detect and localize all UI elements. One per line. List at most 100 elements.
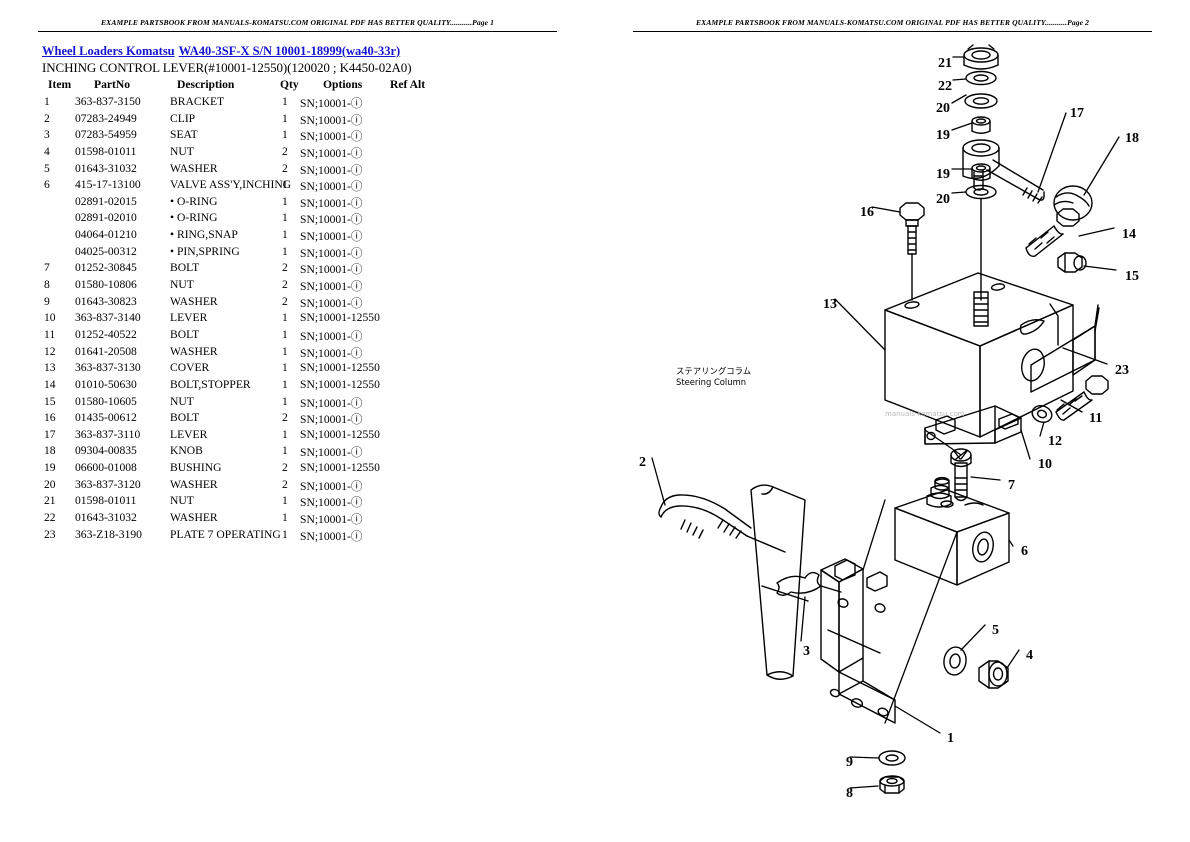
- cell-qty: 1: [282, 344, 288, 358]
- cell-description: WASHER: [170, 161, 218, 175]
- cell-item: 14: [44, 377, 56, 391]
- cover-stud: [973, 291, 989, 327]
- column-header-partno: PartNo: [94, 78, 131, 91]
- cell-description: KNOB: [170, 444, 203, 458]
- diagram-callout-8: 8: [846, 786, 853, 801]
- steering-column-label-en: Steering Column: [676, 377, 747, 387]
- cell-description: BOLT: [170, 261, 200, 275]
- right-running-header-text: EXAMPLE PARTSBOOK FROM MANUALS-KOMATSU.C…: [696, 18, 1089, 27]
- part-8-nut: [879, 775, 905, 794]
- cell-item: 11: [44, 327, 56, 341]
- part-15-nut: [1057, 252, 1087, 273]
- cell-qty: 1: [282, 494, 288, 508]
- cell-description: BOLT: [170, 411, 200, 425]
- cell-item: 5: [44, 161, 50, 175]
- diagram-callout-12: 12: [1048, 434, 1062, 449]
- cell-options: SN;10001-12550: [300, 461, 380, 475]
- cell-description: LEVER: [170, 427, 208, 441]
- diagram-callout-21: 21: [938, 56, 952, 71]
- cell-options: SN;10001-ⓘ: [300, 180, 363, 194]
- cell-qty: 1: [282, 111, 288, 125]
- diagram-callout-7: 7: [1008, 478, 1015, 493]
- column-header-options: Options: [323, 78, 363, 91]
- cell-item: 19: [44, 461, 56, 475]
- steering-column-label: ステアリングコラム Steering Column: [676, 366, 751, 388]
- steering-column-label-jp: ステアリングコラム: [676, 366, 752, 376]
- cell-options: SN;10001-ⓘ: [300, 479, 363, 493]
- part-13-cover: [884, 272, 1074, 438]
- part-22-washer: [965, 70, 997, 86]
- cell-description: WASHER: [170, 477, 218, 491]
- cell-partno: 01580-10605: [75, 394, 137, 408]
- cell-options: SN;10001-12550: [300, 311, 380, 325]
- cell-description: • RING,SNAP: [170, 228, 238, 242]
- cell-qty: 1: [282, 511, 288, 525]
- cell-description: • O-RING: [170, 194, 218, 208]
- cell-item: 6: [44, 178, 50, 192]
- cell-qty: 1: [282, 128, 288, 142]
- diagram-callout-9: 9: [846, 755, 853, 770]
- right-running-header: EXAMPLE PARTSBOOK FROM MANUALS-KOMATSU.C…: [595, 18, 1190, 38]
- cell-qty: 2: [282, 477, 288, 491]
- title-model-serial: WA40-3SF-X S/N 10001-18999(wa40-33r): [178, 44, 401, 58]
- assembly-subtitle: INCHING CONTROL LEVER(#10001-12550)(1200…: [42, 60, 412, 75]
- cell-options: SN;10001-ⓘ: [300, 97, 363, 110]
- cell-item: 7: [44, 261, 50, 275]
- cell-item: 18: [44, 444, 56, 458]
- cell-partno: 02891-02010: [75, 211, 137, 225]
- cell-partno: 01598-01011: [75, 494, 137, 508]
- left-header-rule: [38, 31, 557, 32]
- cell-options: SN;10001-ⓘ: [300, 329, 363, 343]
- diagram-callout-19: 19: [936, 167, 950, 182]
- cell-item: 16: [44, 411, 56, 425]
- diagram-callout-11: 11: [1089, 411, 1103, 426]
- cell-options: SN;10001-ⓘ: [300, 230, 363, 244]
- part-20-washer-lower: [965, 184, 997, 200]
- part-17-lever: [962, 139, 1045, 204]
- column-header-refalt: Ref Alt: [390, 78, 426, 91]
- cell-description: PLATE 7 OPERATING: [170, 527, 281, 541]
- cell-description: CLIP: [170, 111, 196, 125]
- cell-description: BOLT,STOPPER: [170, 377, 251, 391]
- cell-partno: 04025-00312: [75, 244, 137, 258]
- diagram-callout-1: 1: [947, 731, 954, 746]
- cell-item: 23: [44, 527, 56, 541]
- cell-description: NUT: [170, 394, 194, 408]
- cell-qty: 1: [282, 178, 288, 192]
- part-5-washer: [943, 646, 967, 676]
- cell-description: VALVE ASS'Y,INCHING: [170, 178, 292, 192]
- diagram-callout-13: 13: [823, 297, 837, 312]
- right-page: EXAMPLE PARTSBOOK FROM MANUALS-KOMATSU.C…: [595, 0, 1190, 842]
- cell-item: 10: [44, 311, 56, 325]
- cell-item: 22: [44, 511, 56, 525]
- cell-options: SN;10001-ⓘ: [300, 280, 363, 294]
